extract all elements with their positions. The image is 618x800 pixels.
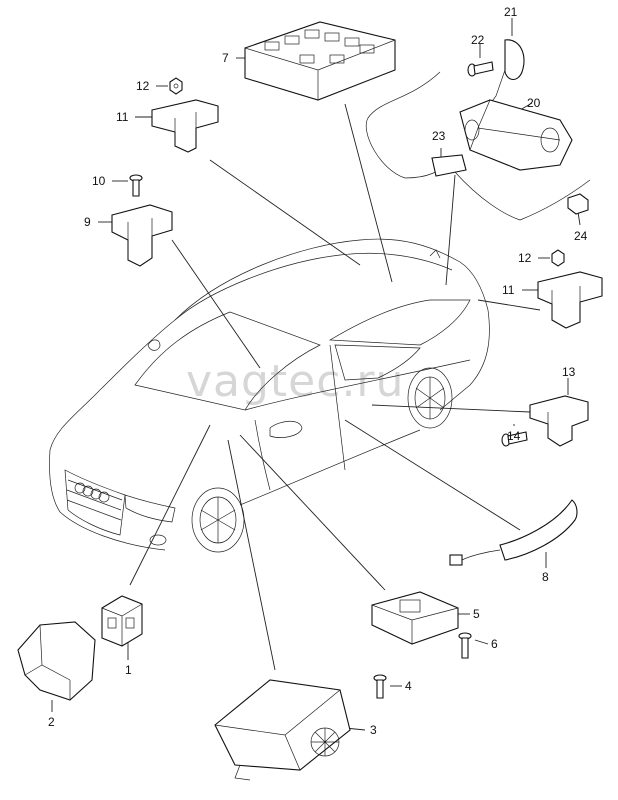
part-14-screw [501,431,528,447]
part-21-bracket [489,39,525,105]
callout-9: 9 [84,215,91,229]
callout-21: 21 [504,5,518,19]
part-2-bracket [17,621,96,701]
callout-22: 22 [471,33,485,47]
callout-7: 7 [222,51,229,65]
part-23-antenna-cable [366,71,591,221]
part-6-screw [458,632,472,659]
callout-14: 14 [507,429,521,443]
part-11-bracket-right [537,271,603,329]
callout-20: 20 [527,96,541,110]
part-10-screw [129,174,143,197]
part-1-connector [101,595,143,647]
part-8-sensor [449,499,578,566]
part-11-bracket-top [151,99,219,153]
part-13-bracket [529,395,589,447]
callout-23: 23 [432,129,446,143]
callout-13: 13 [562,365,576,379]
part-3-housing [214,679,351,781]
callout-2: 2 [48,715,55,729]
callout-4: 4 [405,679,412,693]
part-22-screw [467,61,494,77]
part-7-control-unit [244,21,396,101]
callout-11-top: 11 [116,110,129,124]
part-12-nut-right [551,249,565,267]
callout-12-right: 12 [518,251,532,265]
callout-6: 6 [491,637,498,651]
callout-5: 5 [473,607,480,621]
part-4-screw [373,674,387,699]
watermark: vagtec.ru [186,356,404,407]
callout-12-top: 12 [136,79,150,93]
part-20-module [459,99,573,171]
callout-3: 3 [370,723,377,737]
callout-10: 10 [92,174,106,188]
callout-24: 24 [574,229,588,243]
car-body [49,238,490,553]
callout-11-right: 11 [502,283,515,297]
callout-labels: 1 2 3 4 5 6 7 8 9 10 11 11 12 12 13 14 2… [48,5,588,737]
callout-8: 8 [542,570,549,584]
part-9-bracket [111,204,173,267]
callout-1: 1 [125,663,132,677]
part-5-module [371,591,459,645]
part-12-nut-top [169,77,183,95]
part-24-clip [567,193,589,215]
